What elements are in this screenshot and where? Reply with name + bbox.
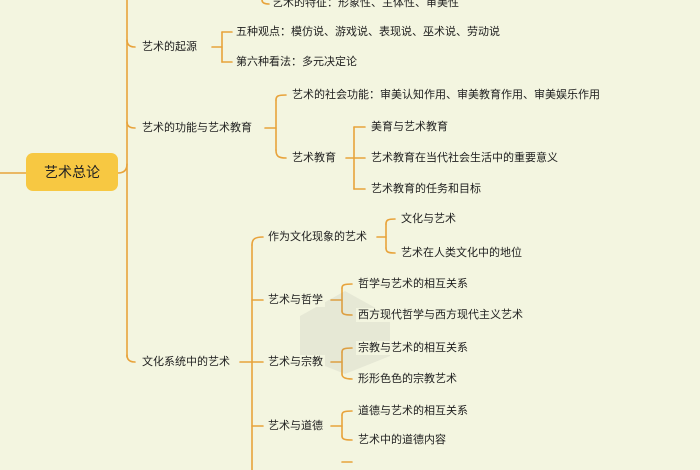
node-culture-phenomenon[interactable]: 作为文化现象的艺术 <box>266 230 369 244</box>
node-culture-child-3-2[interactable]: 形形色色的宗教艺术 <box>356 372 459 386</box>
node-art-origin[interactable]: 艺术的起源 <box>140 40 199 54</box>
node-culture-child-2-1[interactable]: 哲学与艺术的相互关系 <box>356 277 470 291</box>
node-culture-child-4-2[interactable]: 艺术中的道德内容 <box>356 433 448 447</box>
node-art-characteristics[interactable]: 艺术的特征：形象性、主体性、审美性 <box>270 0 461 10</box>
node-art-function-education[interactable]: 艺术的功能与艺术教育 <box>140 121 254 135</box>
node-culture-child-1-1[interactable]: 文化与艺术 <box>399 212 458 226</box>
root-label: 艺术总论 <box>44 165 100 181</box>
node-edu-child-2[interactable]: 艺术教育在当代社会生活中的重要意义 <box>369 151 560 165</box>
root-node[interactable]: 艺术总论 <box>26 153 118 191</box>
node-culture-child-2-2[interactable]: 西方现代哲学与西方现代主义艺术 <box>356 308 525 322</box>
node-art-in-culture[interactable]: 文化系统中的艺术 <box>140 355 232 369</box>
node-art-religion[interactable]: 艺术与宗教 <box>266 355 325 369</box>
node-culture-child-3-1[interactable]: 宗教与艺术的相互关系 <box>356 341 470 355</box>
node-social-function[interactable]: 艺术的社会功能：审美认知作用、审美教育作用、审美娱乐作用 <box>290 88 602 102</box>
node-art-education[interactable]: 艺术教育 <box>290 151 338 165</box>
node-art-morality[interactable]: 艺术与道德 <box>266 419 325 433</box>
node-edu-child-1[interactable]: 美育与艺术教育 <box>369 120 450 134</box>
node-origin-five-views[interactable]: 五种观点：模仿说、游戏说、表现说、巫术说、劳动说 <box>234 25 502 39</box>
node-edu-child-3[interactable]: 艺术教育的任务和目标 <box>369 182 483 196</box>
node-culture-child-4-1[interactable]: 道德与艺术的相互关系 <box>356 404 470 418</box>
node-origin-sixth-view[interactable]: 第六种看法：多元决定论 <box>234 55 359 69</box>
node-art-philosophy[interactable]: 艺术与哲学 <box>266 293 325 307</box>
node-culture-child-1-2[interactable]: 艺术在人类文化中的地位 <box>399 246 524 260</box>
